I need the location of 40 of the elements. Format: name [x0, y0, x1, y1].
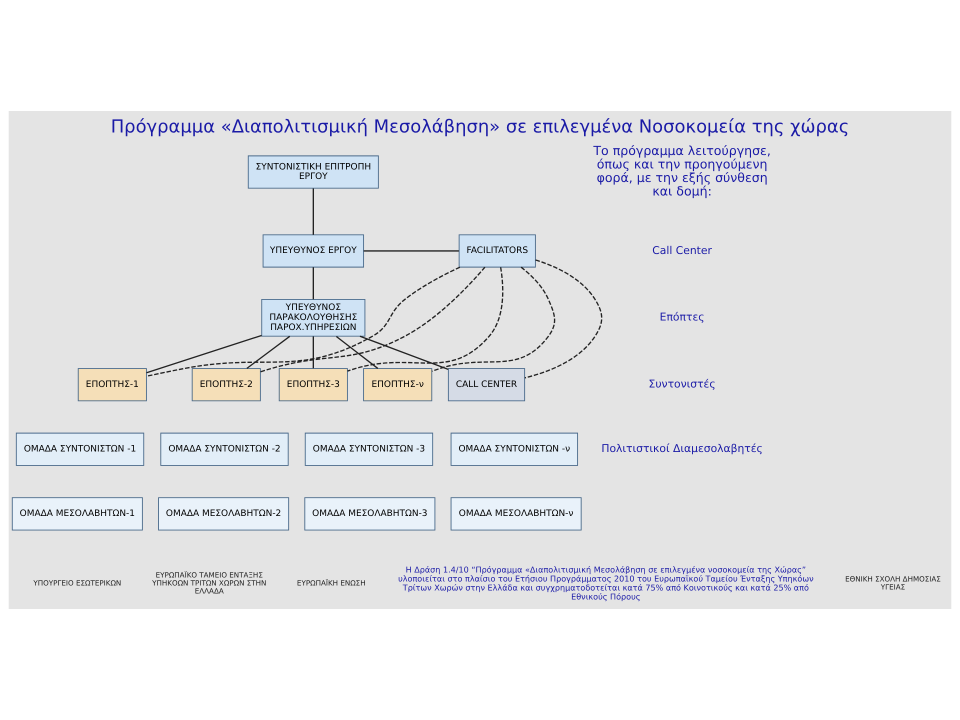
label: Πολιτιστικοί Διαμεσολαβητές	[601, 442, 763, 456]
connector	[146, 266, 460, 377]
connector	[336, 336, 378, 369]
label: Η Δράση 1.4/10 “Πρόγραμμα «Διαπολιτισμική Μεσολάβηση σε επιλεγμένα νοσοκομεία της Χώρας” υλοποιείται στο πλαίσιο του Ετήσιου Προγράμματος 2010 του Ευρωπαϊκού Ταμείου Ένταξης Υπηκόων Τρίτων Χωρών στην Ελλάδα και συγχρηματοδοτείται κατά 75% από Κοινοτικούς και κατά 25% από Εθνικούς Πόρους	[398, 565, 814, 602]
label: ΕΘΝΙΚΗ ΣΧΟΛΗ ΔΗΜΟΣΙΑΣ ΥΓΕΙΑΣ	[845, 574, 941, 592]
node-box: ΟΜΑΔΑ ΣΥΝΤΟΝΙΣΤΩΝ -ν	[450, 432, 578, 466]
diagram-title: Πρόγραμμα «Διαπολιτισμική Μεσολάβηση» σε επιλεγμένα Νοσοκομεία της χώρας	[110, 116, 850, 138]
label: Το πρόγραμμα λειτούργησε, όπως και την προηγούμενη φορά, με την εξής σύνθεση και δομή:	[593, 143, 771, 199]
node-box: ΕΠΟΠΤΗΣ-3	[278, 368, 348, 402]
connector	[364, 250, 459, 252]
node-box: ΟΜΑΔΑ ΜΕΣΟΛΑΒΗΤΩΝ-ν	[450, 497, 582, 530]
connector	[347, 267, 504, 372]
node-box: ΥΠΕΥΘΥΝΟΣ ΠΑΡΑΚΟΛΟΥΘΗΣΗΣ ΠΑΡΟΧ.ΥΠΗΡΕΣΙΩΝ	[261, 298, 366, 337]
connector	[312, 336, 314, 368]
connector	[246, 336, 290, 369]
node-box: ΣΥΝΤΟΝΙΣΤΙΚΗ ΕΠΙΤΡΟΠΗ ΕΡΓΟΥ	[248, 155, 379, 189]
node-box: FACILITATORS	[458, 234, 536, 268]
connector	[312, 267, 314, 300]
label: Επόπτες	[660, 310, 705, 324]
connector	[360, 336, 448, 370]
node-box: ΕΠΟΠΤΗΣ-ν	[363, 368, 432, 402]
node-box: ΟΜΑΔΑ ΜΕΣΟΛΑΒΗΤΩΝ-2	[158, 497, 290, 530]
label: Συντονιστές	[648, 377, 716, 390]
node-box: ΟΜΑΔΑ ΜΕΣΟΛΑΒΗΤΩΝ-3	[304, 497, 436, 530]
node-box: ΟΜΑΔΑ ΣΥΝΤΟΝΙΣΤΩΝ -1	[16, 432, 144, 466]
node-box: ΟΜΑΔΑ ΜΕΣΟΛΑΒΗΤΩΝ-1	[12, 497, 143, 530]
node-box: CALL CENTER	[448, 368, 526, 402]
label: ΕΥΡΩΠΑΪΚΗ ΕΝΩΣΗ	[296, 578, 366, 588]
node-box: ΕΠΟΠΤΗΣ-1	[78, 368, 147, 402]
node-box: ΟΜΑΔΑ ΣΥΝΤΟΝΙΣΤΩΝ -2	[160, 432, 289, 466]
connector	[312, 188, 314, 235]
connector	[524, 259, 602, 379]
label: ΥΠΟΥΡΓΕΙΟ ΕΣΩΤΕΡΙΚΩΝ	[33, 578, 122, 588]
label: Call Center	[652, 244, 712, 257]
node-box: ΕΠΟΠΤΗΣ-2	[192, 368, 261, 402]
connector	[432, 266, 556, 372]
connector	[146, 334, 262, 374]
node-box: ΟΜΑΔΑ ΣΥΝΤΟΝΙΣΤΩΝ -3	[304, 432, 434, 466]
node-box: ΥΠΕΥΘΥΝΟΣ ΕΡΓΟΥ	[262, 234, 364, 268]
label: ΕΥΡΩΠΑΪΚΟ ΤΑΜΕΙΟ ΕΝΤΑΞΗΣ ΥΠΗΚΟΩΝ ΤΡΙΤΩΝ ΧΩΡΩΝ ΣΤΗΝ ΕΛΛΑΔΑ	[152, 570, 266, 596]
